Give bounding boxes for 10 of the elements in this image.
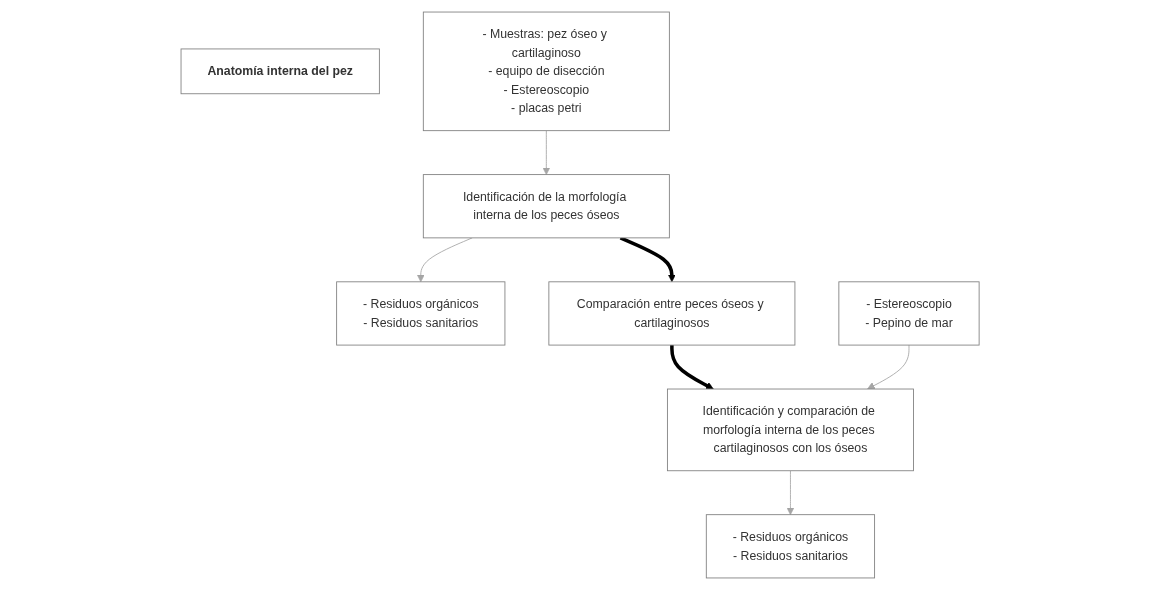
node-box: - Estereoscopio - Pepino de mar bbox=[838, 281, 980, 346]
node-box: - Residuos orgánicos - Residuos sanitarios bbox=[336, 281, 506, 346]
node-box: Comparación entre peces óseos y cartilaginosos bbox=[548, 281, 796, 346]
arrow bbox=[620, 236, 677, 283]
node-box: - Muestras: pez óseo y cartilaginoso - equipo de disección - Estereoscopio - placas petri bbox=[423, 11, 671, 132]
node-box: - Residuos orgánicos - Residuos sanitarios bbox=[706, 514, 876, 579]
node-box: Identificación de la morfología interna de los peces óseos bbox=[423, 174, 671, 239]
node-box: Identificación y comparación de morfología interna de los peces cartilaginosos con los óseos bbox=[667, 388, 915, 472]
node-box: Anatomía interna del pez bbox=[181, 48, 381, 95]
arrow bbox=[670, 345, 715, 390]
